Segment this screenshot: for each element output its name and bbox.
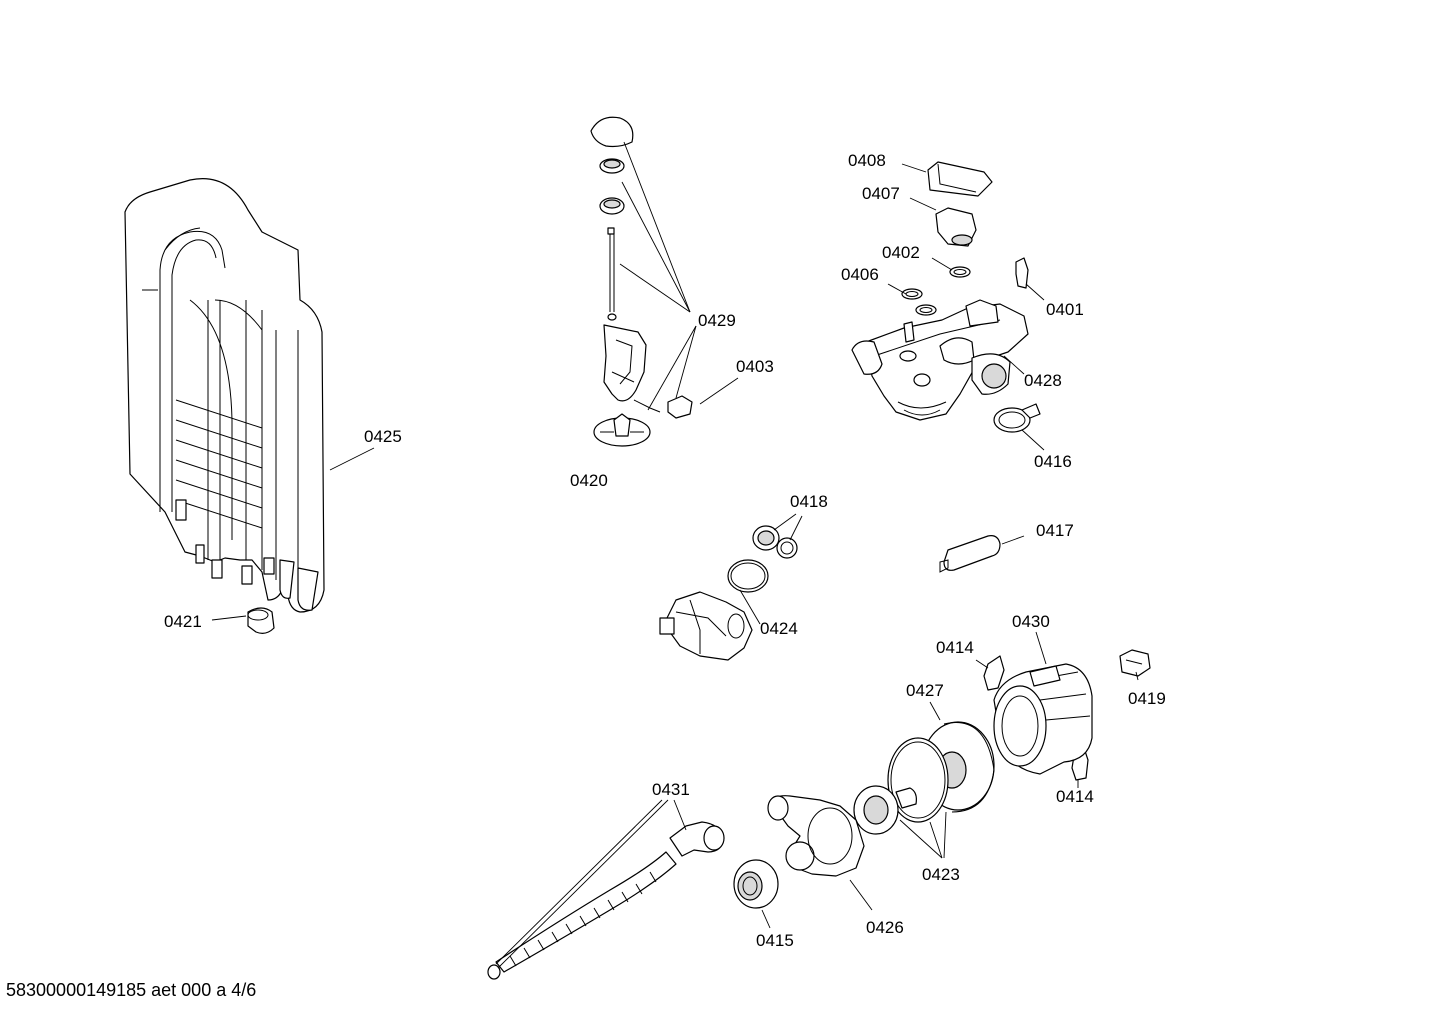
- leader-0421: [211, 615, 247, 621]
- label-0423: 0423: [922, 865, 960, 884]
- leader-0408: [901, 163, 927, 173]
- leader-0403: [699, 377, 739, 405]
- part-0408-cover: [927, 161, 993, 197]
- part-0430-motor: [993, 663, 1093, 775]
- leader-0429-b: [621, 181, 691, 313]
- label-0431: 0431: [652, 780, 690, 799]
- leader-0418-a: [773, 513, 797, 531]
- label-0429: 0429: [698, 311, 736, 330]
- label-0407: 0407: [862, 184, 900, 203]
- leader-0429-c: [619, 263, 691, 313]
- part-0403-clip: [667, 395, 693, 419]
- label-0419: 0419: [1128, 689, 1166, 708]
- label-0403: 0403: [736, 357, 774, 376]
- part-0420-float-base: [593, 413, 651, 447]
- label-0414-top: 0414: [936, 638, 974, 657]
- label-0425: 0425: [364, 427, 402, 446]
- leader-0431-c: [673, 799, 687, 831]
- part-0424-heater-unit: [659, 591, 753, 661]
- label-0430: 0430: [1012, 612, 1050, 631]
- leader-0419: [1135, 671, 1139, 681]
- part-0431-drain-hose: [487, 821, 725, 980]
- part-0429-float-group: [590, 116, 661, 413]
- label-0424: 0424: [760, 619, 798, 638]
- leader-0426: [849, 879, 873, 911]
- label-0406: 0406: [841, 265, 879, 284]
- label-0420: 0420: [570, 471, 608, 490]
- leader-0430: [1035, 631, 1047, 665]
- label-0414-bottom: 0414: [1056, 787, 1094, 806]
- leader-0429-e: [675, 325, 697, 399]
- label-0427: 0427: [906, 681, 944, 700]
- leader-0415: [761, 909, 771, 929]
- part-0418-bushing: [752, 525, 798, 559]
- leader-0429-d: [647, 325, 697, 411]
- part-0415-seal: [733, 859, 779, 909]
- leader-0423-b: [929, 821, 943, 859]
- leader-0406: [887, 283, 907, 295]
- label-0402: 0402: [882, 243, 920, 262]
- drawing-reference-number: 58300000149185 aet 000 a 4/6: [6, 980, 257, 1000]
- part-0406-seals: [901, 288, 937, 316]
- label-0418: 0418: [790, 492, 828, 511]
- label-0421: 0421: [164, 612, 202, 631]
- leader-lines: [211, 141, 1139, 969]
- part-0424-seal-ring: [727, 559, 769, 593]
- leader-0402: [931, 257, 953, 271]
- part-0419-connector: [1119, 649, 1151, 677]
- label-0426: 0426: [866, 918, 904, 937]
- part-0421-hose-clamp: [247, 607, 275, 634]
- leader-0423-c: [943, 811, 947, 859]
- leader-0401: [1025, 283, 1045, 301]
- leader-0416: [1021, 429, 1045, 451]
- part-0426-pump-body: [767, 795, 865, 877]
- leader-0417: [1001, 535, 1025, 545]
- part-0428-valve-housing: [851, 299, 1029, 421]
- leader-0424: [739, 589, 761, 625]
- part-0402-seal: [949, 266, 971, 278]
- leader-0427: [929, 701, 941, 721]
- leader-0418-b: [789, 515, 803, 541]
- leader-0407: [909, 197, 937, 211]
- part-0417-sensor: [939, 535, 1001, 573]
- leader-0431-a: [495, 799, 663, 965]
- part-0416-clamp: [993, 403, 1041, 433]
- part-0407-sensor: [935, 207, 977, 247]
- part-0414-clip-top: [983, 655, 1005, 691]
- label-0416: 0416: [1034, 452, 1072, 471]
- leader-0414-top: [975, 659, 989, 669]
- label-0428: 0428: [1024, 371, 1062, 390]
- label-0417: 0417: [1036, 521, 1074, 540]
- label-0415: 0415: [756, 931, 794, 950]
- leader-0431-b: [497, 799, 669, 969]
- part-0401-contact: [1015, 257, 1029, 289]
- leader-0425: [329, 447, 375, 471]
- leader-0429-a: [623, 141, 691, 313]
- part-labels: 0425 0421 0429 0403 0420 0408 0407 0402 …: [164, 151, 1166, 950]
- label-0401: 0401: [1046, 300, 1084, 319]
- part-0423-seal-impeller: [853, 737, 949, 835]
- leader-0423-a: [899, 819, 943, 859]
- part-0425-water-pocket: [124, 178, 325, 613]
- label-0408: 0408: [848, 151, 886, 170]
- leader-0428: [1003, 355, 1025, 375]
